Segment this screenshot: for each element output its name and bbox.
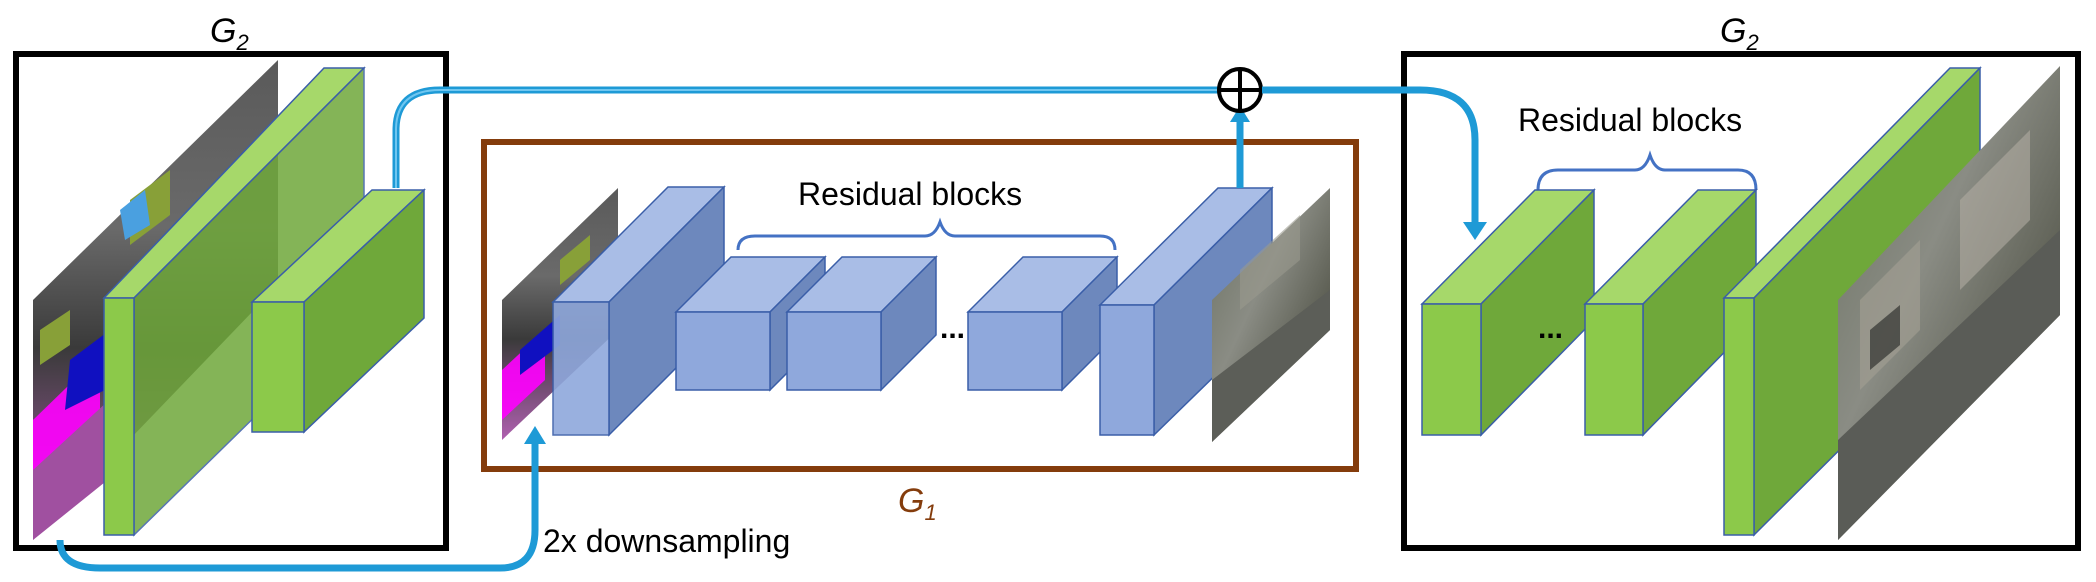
- g1-output-photo: [1212, 188, 1330, 442]
- g1-first-blue-block: [551, 185, 726, 437]
- downsampling-arrow: [56, 440, 539, 572]
- right-g2-label: G2: [1720, 12, 1759, 55]
- left-g2-frame: [13, 51, 449, 551]
- right-residual-brace: [1536, 150, 1758, 191]
- g1-frame: [481, 139, 1359, 472]
- g1-residual-block-3: [966, 255, 1119, 392]
- g1-residual-brace: [736, 217, 1117, 251]
- right-residual-block-2: [1583, 188, 1758, 437]
- right-output-photo: [1838, 66, 2060, 540]
- downsampling-label: 2x downsampling: [543, 523, 790, 559]
- right-g2-frame: [1401, 51, 2081, 551]
- g1-ellipsis: ...: [940, 312, 965, 345]
- sum-to-right-arrow: [1262, 86, 1479, 225]
- g1-label: G1: [898, 482, 937, 525]
- right-ellipsis: ...: [1538, 312, 1563, 345]
- g1-residual-block-1: [674, 255, 827, 392]
- left-short-green-block: [250, 188, 426, 434]
- elementwise-sum-icon: [1217, 67, 1263, 113]
- left-g2-label: G2: [210, 12, 249, 55]
- right-residual-label: Residual blocks: [1518, 102, 1742, 138]
- top-skip-connection-inner: [395, 89, 1218, 188]
- g1-residual-block-2: [785, 255, 938, 392]
- right-residual-block-1: [1420, 188, 1596, 437]
- g1-residual-label: Residual blocks: [798, 176, 1022, 212]
